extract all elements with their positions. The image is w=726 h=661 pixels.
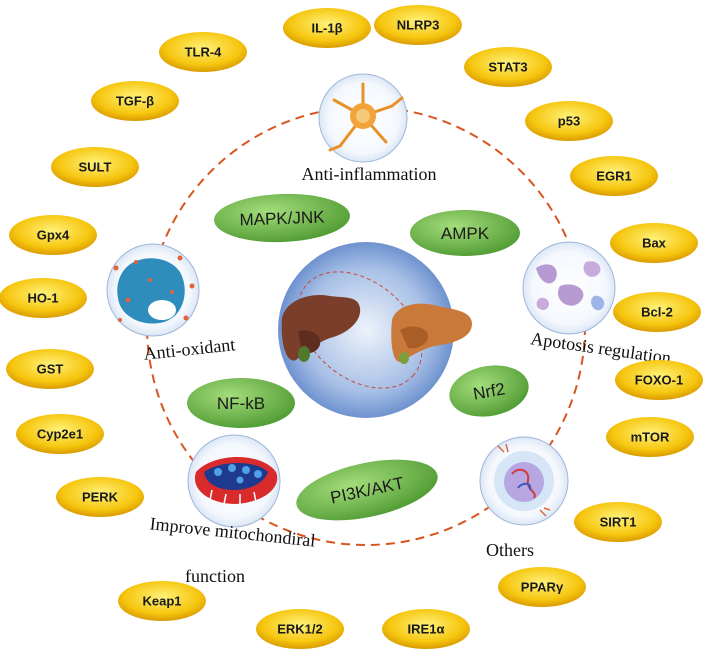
marker-pill-shape xyxy=(91,81,179,121)
marker-pill-il-1b: IL-1β xyxy=(283,8,371,48)
marker-pill-label: Keap1 xyxy=(142,594,181,609)
marker-pill-label: NLRP3 xyxy=(397,18,440,33)
apoptosis-cell xyxy=(522,241,616,335)
marker-pill-gpx4: Gpx4 xyxy=(9,215,97,255)
pathway-shape xyxy=(296,459,438,521)
marker-pill-erk1-2: ERK1/2 xyxy=(256,609,344,649)
marker-pill-shape xyxy=(51,147,139,187)
marker-pill-shape xyxy=(283,8,371,48)
marker-pill-shape xyxy=(382,609,470,649)
marker-pill-ppar-gamma: PPARγ xyxy=(498,567,586,607)
pathway-pi3k-akt: PI3K/AKT xyxy=(296,459,438,521)
marker-pill-label: GST xyxy=(37,362,64,377)
marker-pill-shape xyxy=(613,292,701,332)
liver-dark-icon xyxy=(281,294,361,362)
marker-pill-label: Cyp2e1 xyxy=(37,427,83,442)
pathway-shape xyxy=(214,193,350,243)
marker-pill-shape xyxy=(118,581,206,621)
label-others: Others xyxy=(486,540,534,560)
marker-pill-shape xyxy=(16,414,104,454)
marker-pill-label: TLR-4 xyxy=(185,45,223,60)
marker-pill-label: PERK xyxy=(82,490,119,505)
marker-pill-label: SIRT1 xyxy=(600,515,637,530)
pathway-label: NF-kB xyxy=(217,394,265,413)
marker-pill-keap1: Keap1 xyxy=(118,581,206,621)
marker-pill-label: IRE1α xyxy=(408,622,445,637)
others-cell xyxy=(479,436,569,526)
marker-pill-stat3: STAT3 xyxy=(464,47,552,87)
pathway-shape xyxy=(187,378,295,428)
pathway-shape xyxy=(449,365,529,417)
marker-pill-shape xyxy=(574,502,662,542)
marker-pill-shape xyxy=(606,417,694,457)
marker-pill-label: SULT xyxy=(79,160,112,175)
marker-pill-ho-1: HO-1 xyxy=(0,278,87,318)
marker-pill-label: Gpx4 xyxy=(37,228,70,243)
marker-pill-ire1a: IRE1α xyxy=(382,609,470,649)
marker-pill-label: EGR1 xyxy=(596,169,631,184)
marker-pill-shape xyxy=(9,215,97,255)
marker-pill-label: mTOR xyxy=(631,430,670,445)
pathway-label: AMPK xyxy=(441,224,490,243)
mitochondria-cell xyxy=(187,434,281,528)
center-inner-dashed-ellipse xyxy=(297,271,423,389)
marker-pill-sirt1: SIRT1 xyxy=(574,502,662,542)
marker-pill-gst: GST xyxy=(6,349,94,389)
pathway-nf-kb: NF-kB xyxy=(187,378,295,428)
marker-pill-nlrp3: NLRP3 xyxy=(374,5,462,45)
marker-pill-p53: p53 xyxy=(525,101,613,141)
marker-pill-tlr-4: TLR-4 xyxy=(159,32,247,72)
marker-pill-label: PPARγ xyxy=(521,580,564,595)
marker-pill-bax: Bax xyxy=(610,223,698,263)
marker-pill-sult: SULT xyxy=(51,147,139,187)
marker-pill-foxo-1: FOXO-1 xyxy=(615,360,703,400)
pathway-mapk-jnk: MAPK/JNK xyxy=(214,193,350,243)
marker-pill-label: STAT3 xyxy=(488,60,527,75)
marker-pill-shape xyxy=(570,156,658,196)
anti-oxidant-cell xyxy=(106,243,200,337)
marker-pill-shape xyxy=(615,360,703,400)
marker-pill-shape xyxy=(56,477,144,517)
marker-pill-shape xyxy=(498,567,586,607)
marker-pill-shape xyxy=(610,223,698,263)
marker-pill-shape xyxy=(6,349,94,389)
pathway-shape xyxy=(410,210,520,256)
liver-light-icon xyxy=(391,303,472,364)
marker-pill-cyp2e1: Cyp2e1 xyxy=(16,414,104,454)
marker-pill-label: TGF-β xyxy=(116,94,154,109)
marker-pill-shape xyxy=(374,5,462,45)
marker-pill-mtor: mTOR xyxy=(606,417,694,457)
label-anti-inflammation: Anti-inflammation xyxy=(302,164,437,184)
center-disc xyxy=(278,242,454,418)
marker-pill-label: HO-1 xyxy=(27,291,58,306)
marker-pill-label: Bax xyxy=(642,236,667,251)
marker-pill-label: Bcl-2 xyxy=(641,305,673,320)
label-anti-oxidant: Anti-oxidant xyxy=(143,334,237,364)
marker-pill-label: IL-1β xyxy=(311,21,342,36)
pathway-ampk: AMPK xyxy=(410,210,520,256)
marker-pill-label: p53 xyxy=(558,114,580,129)
marker-pill-label: FOXO-1 xyxy=(635,373,683,388)
marker-pill-perk: PERK xyxy=(56,477,144,517)
anti-inflammation-cell xyxy=(318,73,408,163)
marker-pill-label: ERK1/2 xyxy=(277,622,323,637)
marker-pill-bcl-2: Bcl-2 xyxy=(613,292,701,332)
marker-pill-shape xyxy=(159,32,247,72)
marker-pill-shape xyxy=(256,609,344,649)
marker-pill-shape xyxy=(464,47,552,87)
marker-pill-shape xyxy=(0,278,87,318)
marker-pill-tgf-b: TGF-β xyxy=(91,81,179,121)
label-mitochondria-line2: function xyxy=(185,566,245,586)
marker-pill-egr1: EGR1 xyxy=(570,156,658,196)
pathway-nrf2: Nrf2 xyxy=(449,365,529,417)
marker-pill-shape xyxy=(525,101,613,141)
pathway-label: MAPK/JNK xyxy=(239,207,325,229)
